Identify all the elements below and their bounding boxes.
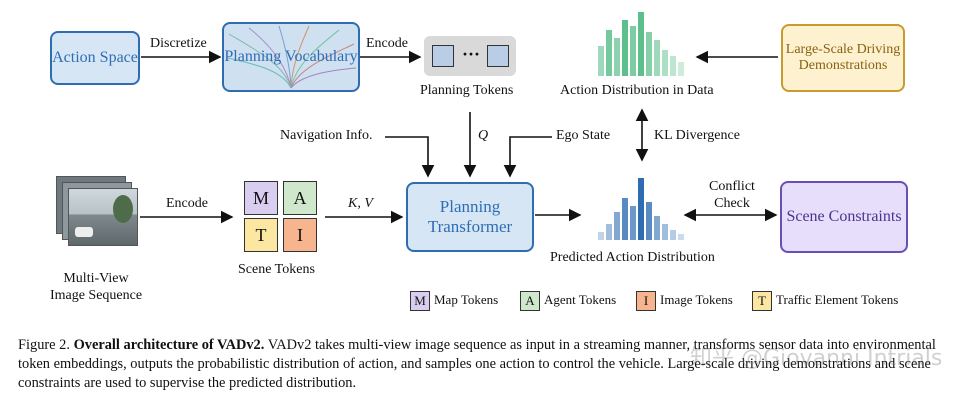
navigation-info-label: Navigation Info. [280, 128, 373, 143]
planning-token-square-1 [432, 45, 454, 67]
scene-token-image: I [283, 218, 317, 252]
caption-prefix: Figure 2. [18, 337, 70, 353]
camera-image-front [68, 188, 138, 246]
planning-token-dots: ··· [461, 44, 480, 64]
legend-traffic-label: Traffic Element Tokens [776, 292, 899, 307]
driving-demonstrations-box: Large-Scale Driving Demonstrations [781, 24, 905, 92]
street-tree-icon [113, 195, 133, 223]
arrow-navigation [385, 136, 435, 178]
action-space-label: Action Space [52, 48, 138, 66]
scene-token-agent: A [283, 181, 317, 215]
q-label: Q [478, 128, 489, 143]
multi-view-label: Multi-View Image Sequence [49, 271, 143, 303]
multi-view-image-stack [56, 176, 138, 246]
diagram-connectors [140, 50, 778, 224]
caption-title: Overall architecture of VADv2. [73, 337, 265, 353]
action-distribution-data-chart [598, 12, 684, 76]
conflict-check-label: Conflict Check [709, 179, 755, 211]
planning-token-square-2 [487, 45, 509, 67]
figure-caption: Figure 2. Overall architecture of VADv2.… [18, 336, 948, 393]
action-space-box: Action Space [50, 31, 140, 85]
scene-tokens-label: Scene Tokens [238, 262, 315, 277]
legend-traffic-swatch: T [752, 291, 772, 311]
scene-constraints-box: Scene Constraints [780, 181, 908, 253]
legend-image-swatch: I [636, 291, 656, 311]
discretize-label: Discretize [150, 36, 207, 51]
scene-constraints-label: Scene Constraints [786, 207, 902, 225]
legend-agent-swatch: A [520, 291, 540, 311]
planning-tokens-group: ··· [424, 36, 516, 76]
street-car-icon [75, 227, 93, 237]
arrow-ego-state [503, 136, 552, 178]
legend-image-label: Image Tokens [660, 292, 733, 307]
planning-transformer-box: Planning Transformer [406, 182, 534, 252]
caption-body: VADv2 takes multi-view image sequence as… [18, 337, 936, 391]
planning-vocabulary-box: Planning Vocabulary [222, 22, 360, 92]
encode-top-label: Encode [366, 36, 408, 51]
predicted-distribution-chart [598, 178, 684, 240]
legend-map-label: Map Tokens [434, 292, 499, 307]
watermark: 知乎 @Giovanni Intrials [690, 346, 943, 371]
encode-bottom-label: Encode [166, 196, 208, 211]
legend-agent-label: Agent Tokens [544, 292, 617, 307]
planning-tokens-label: Planning Tokens [420, 83, 514, 98]
planning-transformer-label: Planning Transformer [427, 197, 513, 236]
legend-map-swatch: M [410, 291, 430, 311]
predicted-distribution-label: Predicted Action Distribution [550, 250, 715, 265]
kv-label: K, V [348, 196, 373, 211]
planning-vocabulary-label: Planning Vocabulary [224, 47, 358, 65]
scene-token-traffic: T [244, 218, 278, 252]
ego-state-label: Ego State [556, 128, 611, 143]
action-distribution-data-label: Action Distribution in Data [560, 83, 714, 98]
kl-divergence-label: KL Divergence [654, 128, 740, 143]
driving-demonstrations-label: Large-Scale Driving Demonstrations [785, 41, 901, 73]
trajectory-fan-icon [227, 25, 357, 89]
scene-token-map: M [244, 181, 278, 215]
